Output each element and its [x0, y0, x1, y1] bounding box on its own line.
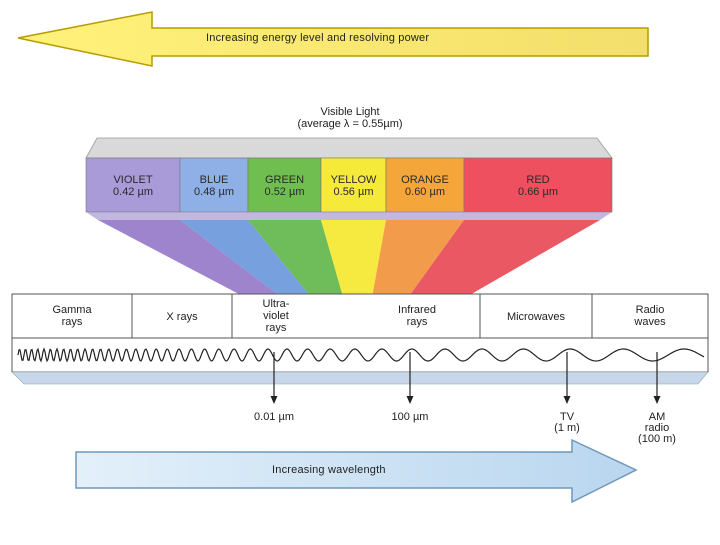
region-label: Gamma rays — [52, 304, 92, 328]
wavelength-arrow — [75, 438, 638, 504]
color-band-violet — [85, 157, 181, 213]
visible-light-subtitle: (average λ = 0.55µm) — [297, 118, 403, 130]
color-band-orange — [385, 157, 465, 213]
prism-top-face — [85, 137, 613, 159]
band-wavelength: 0.42 µm — [113, 186, 153, 198]
band-wavelength: 0.48 µm — [194, 186, 234, 198]
visible-light-box — [85, 137, 613, 220]
energy-arrow — [17, 11, 649, 67]
spectrum-bar-shadow — [11, 371, 709, 385]
band-name: GREEN — [264, 174, 305, 186]
band-wavelength: 0.66 µm — [518, 186, 558, 198]
wavelength-label: TV (1 m) — [554, 411, 580, 434]
region-label: Microwaves — [506, 311, 566, 323]
spectrum-bar-wave-row — [11, 337, 709, 373]
prism-bottom-face — [86, 212, 612, 220]
marker-arrowhead — [563, 396, 571, 404]
wavelength-label: 0.01 µm — [254, 411, 294, 423]
color-band-yellow — [320, 157, 387, 213]
color-band-green — [247, 157, 322, 213]
region-label: Ultra- violet rays — [262, 298, 290, 334]
marker-arrowhead — [270, 396, 278, 404]
band-name: YELLOW — [330, 174, 377, 186]
energy-arrow-label: Increasing energy level and resolving po… — [206, 32, 430, 44]
beam-yellow — [321, 220, 386, 342]
region-label: Radio waves — [634, 304, 666, 328]
wavelength-markers — [270, 352, 661, 404]
spectrum-bar — [11, 293, 709, 385]
band-wavelength: 0.60 µm — [405, 186, 445, 198]
wave-line — [17, 347, 705, 363]
color-band-red — [463, 157, 613, 213]
band-wavelength: 0.56 µm — [333, 186, 374, 198]
band-wavelength: 0.52 µm — [264, 186, 305, 198]
band-name: VIOLET — [113, 174, 153, 186]
band-name: BLUE — [199, 174, 229, 186]
marker-arrowhead — [406, 396, 414, 404]
color-band-blue — [179, 157, 249, 213]
band-name: RED — [526, 174, 550, 186]
region-label: Infrared rays — [398, 304, 436, 328]
wavelength-arrow-label: Increasing wavelength — [272, 464, 386, 476]
visible-light-title: Visible Light — [320, 106, 380, 118]
marker-arrowhead — [653, 396, 661, 404]
wavelength-label: 100 µm — [391, 411, 429, 423]
band-name: ORANGE — [401, 174, 449, 186]
wavelength-label: AM radio (100 m) — [638, 411, 676, 445]
region-label: X rays — [166, 311, 198, 323]
